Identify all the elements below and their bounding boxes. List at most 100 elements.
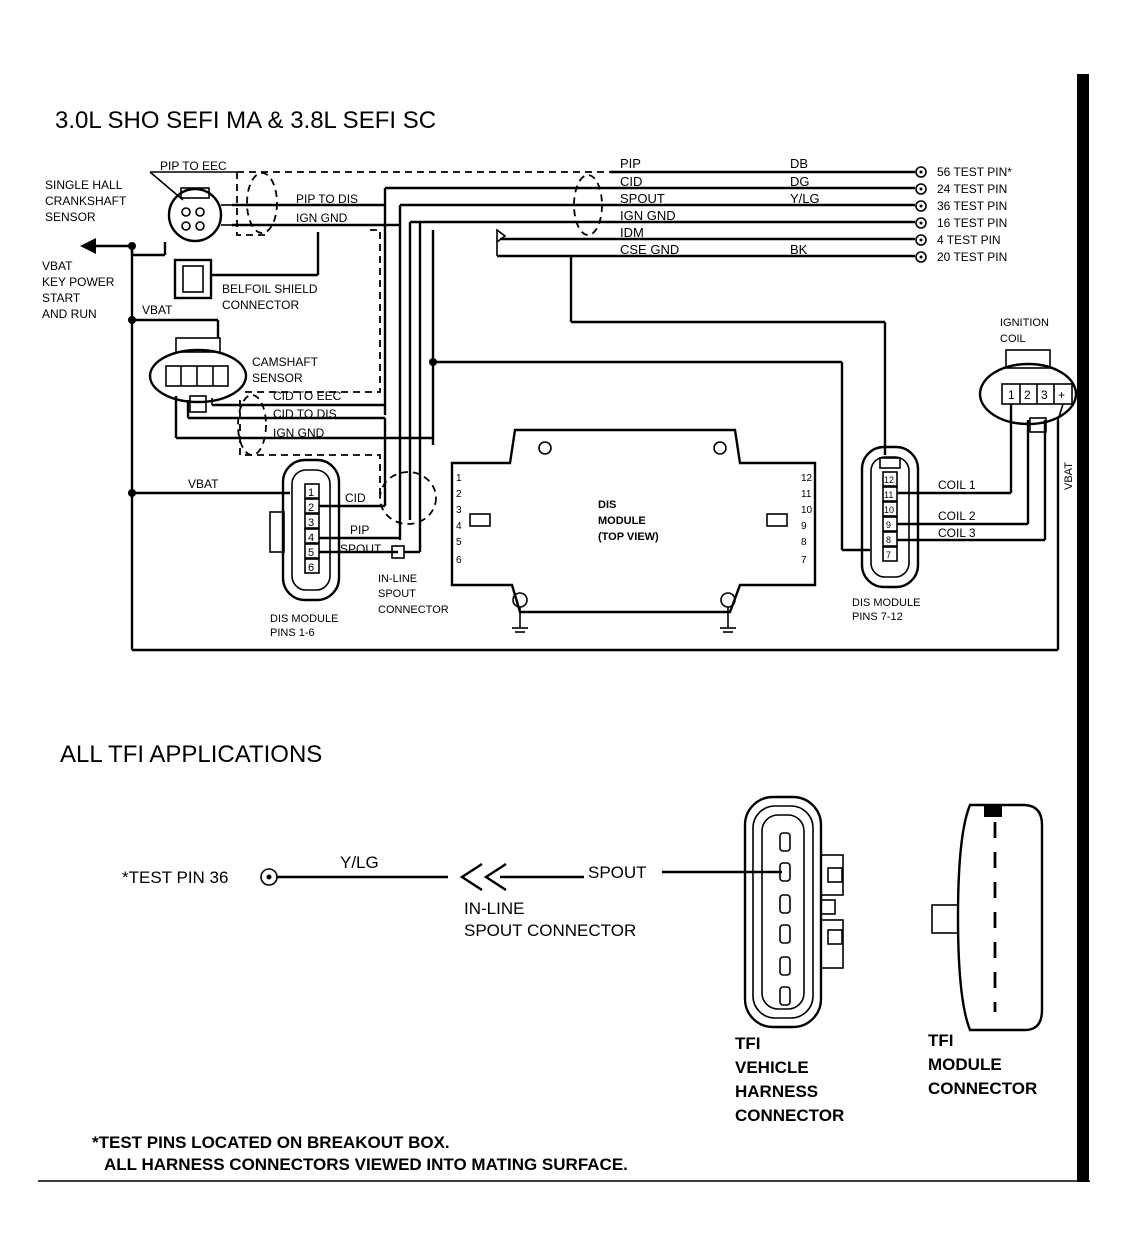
footnote-2: ALL HARNESS CONNECTORS VIEWED INTO MATIN… [104, 1155, 628, 1174]
crank-sensor-label-1: SINGLE HALL [45, 178, 123, 192]
tfi-spout-label: SPOUT [588, 863, 647, 882]
coil-pin-2: 2 [1024, 388, 1031, 402]
coil-1-label: COIL 1 [938, 478, 976, 492]
coil-pin-3: 3 [1041, 388, 1048, 402]
conn712-pin-8: 8 [886, 535, 891, 545]
crank-pointer-line [149, 171, 184, 201]
module-pin-r12: 12 [801, 473, 813, 484]
crankshaft-sensor [167, 187, 232, 243]
signal-name-cse-gnd: CSE GND [620, 242, 679, 257]
test-pin-36: 36 TEST PIN [937, 199, 1007, 213]
conn16-pin-5: 5 [308, 547, 314, 559]
right-border-bar [1077, 74, 1089, 1182]
module-pin-r10: 10 [801, 505, 813, 516]
module-title-2: MODULE [598, 515, 646, 527]
tfi-test-pin-label: *TEST PIN 36 [122, 868, 228, 887]
cid-label: CID [345, 491, 366, 505]
coil-title-2: COIL [1000, 333, 1026, 345]
conn16-pin-2: 2 [308, 502, 314, 514]
key-power-label-1: VBAT [42, 259, 73, 273]
vbat-label-a: VBAT [142, 303, 173, 317]
test-pin-56: 56 TEST PIN* [937, 165, 1012, 179]
conn712-pin-11: 11 [884, 490, 893, 500]
signal-name-spout: SPOUT [620, 191, 665, 206]
tfi-ylg-label: Y/LG [340, 853, 379, 872]
key-power-arrow [80, 238, 96, 254]
dis-module-body [450, 428, 817, 633]
bottom-title: ALL TFI APPLICATIONS [60, 741, 322, 768]
cid-to-dis-label: CID TO DIS [273, 407, 337, 421]
coil-2-label: COIL 2 [938, 509, 976, 523]
tfi-harness-terminals [779, 832, 791, 1006]
conn16-pin-4: 4 [308, 532, 314, 544]
dis712-label-1: DIS MODULE [852, 597, 920, 609]
coil-title-1: IGNITION [1000, 317, 1049, 329]
dis-connector-pins-7-12 [860, 445, 920, 589]
inline-label-3: CONNECTOR [378, 604, 449, 616]
key-power-label-2: KEY POWER [42, 275, 115, 289]
module-pin-r7: 7 [801, 555, 807, 566]
dis712-label-2: PINS 7-12 [852, 611, 903, 623]
wire-color-pip: DB [790, 156, 808, 171]
signal-name-cid: CID [620, 174, 642, 189]
signal-name-pip: PIP [620, 156, 641, 171]
conn712-pin-9: 9 [886, 520, 891, 530]
dis-connector-7-12-pin-boxes [882, 471, 898, 562]
coil-vbat-label: VBAT [1063, 462, 1075, 490]
module-pin-l5: 5 [456, 537, 462, 548]
tfi-harness-label-4: CONNECTOR [735, 1106, 844, 1125]
tfi-module-label-2: MODULE [928, 1055, 1002, 1074]
dis16-label-2: PINS 1-6 [270, 627, 315, 639]
vbat-label-b: VBAT [188, 477, 219, 491]
tfi-inline-label-2: SPOUT CONNECTOR [464, 921, 636, 940]
module-pin-l3: 3 [456, 505, 462, 516]
ign-gnd-top-label: IGN GND [296, 211, 348, 225]
belfoil-label-1: BELFOIL SHIELD [222, 282, 318, 296]
tfi-vehicle-harness-connector [743, 795, 844, 1029]
pip-to-eec-label: PIP TO EEC [160, 159, 227, 173]
module-pin-l6: 6 [456, 555, 462, 566]
footnote-1: *TEST PINS LOCATED ON BREAKOUT BOX. [92, 1133, 450, 1152]
camshaft-label-1: CAMSHAFT [252, 355, 319, 369]
wire-color-spout: Y/LG [790, 191, 820, 206]
spout-label: SPOUT [340, 542, 382, 556]
coil-pin-plus: + [1058, 388, 1065, 402]
conn16-pin-1: 1 [308, 487, 314, 499]
dis16-label-1: DIS MODULE [270, 613, 338, 625]
conn712-pin-10: 10 [884, 505, 894, 515]
tfi-module-label-3: CONNECTOR [928, 1079, 1037, 1098]
test-pin-terminals [915, 166, 927, 263]
top-title: 3.0L SHO SEFI MA & 3.8L SEFI SC [55, 107, 436, 134]
inline-label-2: SPOUT [378, 588, 416, 600]
test-pin-4: 4 TEST PIN [937, 233, 1001, 247]
module-pin-l4: 4 [456, 521, 462, 532]
test-pin-24: 24 TEST PIN [937, 182, 1007, 196]
pip-to-dis-label: PIP TO DIS [296, 192, 358, 206]
camshaft-label-2: SENSOR [252, 371, 303, 385]
tfi-harness-label-3: HARNESS [735, 1082, 818, 1101]
signal-name-idm: IDM [620, 225, 644, 240]
inline-label-1: IN-LINE [378, 573, 417, 585]
crank-sensor-label-3: SENSOR [45, 210, 96, 224]
tfi-inline-label-1: IN-LINE [464, 899, 524, 918]
camshaft-sensor [148, 337, 248, 413]
key-power-label-4: AND RUN [42, 307, 97, 321]
pip-label: PIP [350, 523, 369, 537]
crank-sensor-label-2: CRANKSHAFT [45, 194, 127, 208]
tfi-harness-label-2: VEHICLE [735, 1058, 809, 1077]
test-pin-20: 20 TEST PIN [937, 250, 1007, 264]
inline-connector-chevron-left [459, 862, 483, 892]
module-pin-r11: 11 [801, 489, 812, 500]
conn16-pin-6: 6 [308, 562, 314, 574]
module-pin-l2: 2 [456, 489, 462, 500]
belfoil-label-2: CONNECTOR [222, 298, 299, 312]
module-pin-r8: 8 [801, 537, 807, 548]
module-title-3: (TOP VIEW) [598, 531, 659, 543]
key-power-label-3: START [42, 291, 81, 305]
dis-connector-1-6-pin-boxes [304, 483, 320, 574]
wire-color-cse-gnd: BK [790, 242, 808, 257]
conn712-pin-12: 12 [884, 475, 894, 485]
ign-gnd-cam-label: IGN GND [273, 426, 325, 440]
